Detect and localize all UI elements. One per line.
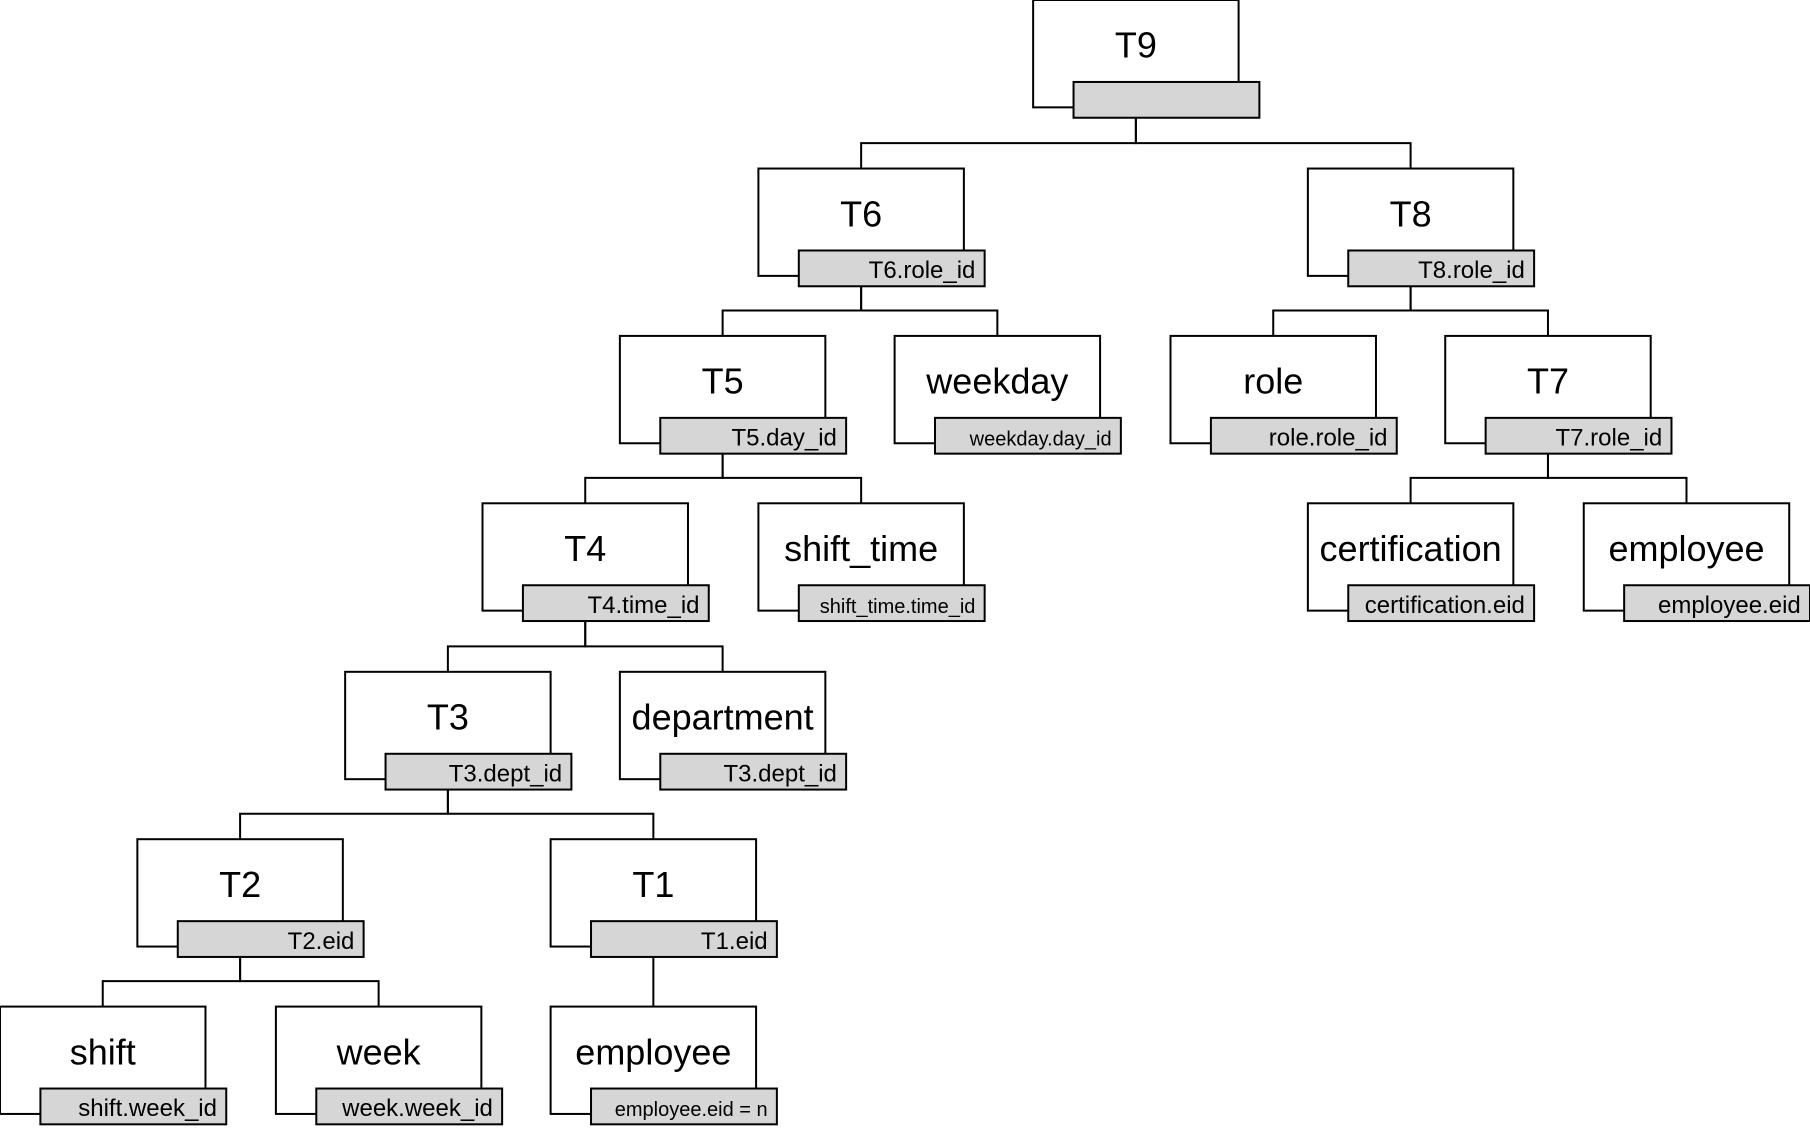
node-label: department: [632, 697, 814, 738]
edge-T2-shift: [101, 956, 242, 1007]
node-week: week week.week_id: [274, 1005, 504, 1126]
join-key-box: [1347, 249, 1536, 288]
node-employee_r: employee employee.eid: [1582, 502, 1810, 623]
edge-T7-certification: [1409, 453, 1549, 504]
node-label: T6: [840, 193, 882, 234]
join-key-box: [521, 584, 710, 623]
node-label: T2: [219, 864, 261, 905]
edge-T5-shift_time: [721, 453, 863, 504]
tree-edges: [101, 117, 1688, 1007]
join-key-label: weekday.day_id: [969, 429, 1112, 451]
node-certification: certification certification.eid: [1306, 502, 1536, 623]
join-key-label: T7.role_id: [1556, 425, 1663, 452]
node-label: T4: [564, 528, 606, 569]
edge-T2-week: [239, 956, 380, 1007]
edge-T6-T5: [721, 286, 863, 336]
join-key-box: [797, 584, 986, 623]
join-key-label: shift.week_id: [78, 1095, 217, 1122]
node-weekday: weekday weekday.day_id: [893, 334, 1122, 455]
join-key-label: T3.dept_id: [449, 760, 562, 787]
join-key-box: [934, 416, 1122, 455]
join-key-box: [39, 1087, 228, 1126]
join-key-label: role.role_id: [1269, 425, 1388, 452]
join-key-box: [590, 920, 778, 958]
node-role: role role.role_id: [1169, 334, 1398, 455]
join-key-box: [659, 752, 848, 791]
join-key-label: T1.eid: [701, 928, 768, 955]
join-key-box: [176, 920, 365, 958]
node-label: weekday: [925, 361, 1068, 402]
edge-T3-T2: [239, 789, 449, 840]
node-label: role: [1243, 361, 1303, 402]
node-label: T3: [427, 697, 469, 738]
node-label: T9: [1115, 25, 1157, 66]
node-shift: shift shift.week_id: [0, 1005, 228, 1126]
join-key-box: [797, 249, 986, 288]
join-key-label: T5.day_id: [731, 425, 836, 452]
join-key-box: [1072, 80, 1261, 119]
node-label: shift: [70, 1031, 136, 1072]
node-employee_l: employee employee.eid = n: [549, 1005, 778, 1126]
edge-T3-T1: [446, 789, 655, 840]
join-key-box: [315, 1087, 504, 1126]
node-label: shift_time: [784, 528, 938, 569]
join-key-label: T3.dept_id: [723, 760, 836, 787]
edge-T9-T8: [1134, 117, 1412, 169]
join-key-label: week.week_id: [341, 1095, 493, 1122]
node-label: employee: [1608, 528, 1764, 569]
edge-T9-T6: [860, 117, 1137, 169]
node-label: T5: [702, 361, 744, 402]
node-T9: T9: [1032, 0, 1261, 119]
join-key-label: T8.role_id: [1418, 257, 1525, 284]
join-key-box: [384, 752, 573, 791]
join-key-label: T2.eid: [288, 928, 355, 955]
node-label: certification: [1320, 528, 1502, 569]
join-key-box: [1347, 584, 1536, 623]
join-key-label: employee.eid: [1658, 592, 1801, 619]
join-key-label: shift_time.time_id: [820, 596, 976, 618]
join-key-label: T4.time_id: [587, 592, 699, 619]
edge-T8-T7: [1409, 286, 1549, 336]
edge-T6-weekday: [860, 286, 999, 336]
join-key-box: [659, 416, 848, 455]
node-label: T1: [632, 864, 674, 905]
node-shift_time: shift_time shift_time.time_id: [757, 502, 986, 623]
join-key-label: employee.eid = n: [615, 1099, 768, 1121]
join-key-box: [1209, 416, 1398, 455]
join-key-box: [1623, 584, 1810, 623]
join-key-box: [590, 1087, 778, 1126]
edge-T7-employee_r: [1546, 453, 1688, 504]
join-key-label: certification.eid: [1365, 592, 1525, 619]
edge-T4-T3: [446, 621, 587, 672]
edge-T4-department: [584, 621, 724, 672]
edge-T5-T4: [584, 453, 724, 504]
node-label: employee: [575, 1031, 731, 1072]
node-label: T8: [1390, 193, 1432, 234]
edge-T8-role: [1272, 286, 1412, 336]
join-key-label: T6.role_id: [869, 257, 976, 284]
node-label: T7: [1527, 361, 1569, 402]
node-label: week: [336, 1031, 422, 1072]
join-key-box: [1484, 416, 1673, 455]
